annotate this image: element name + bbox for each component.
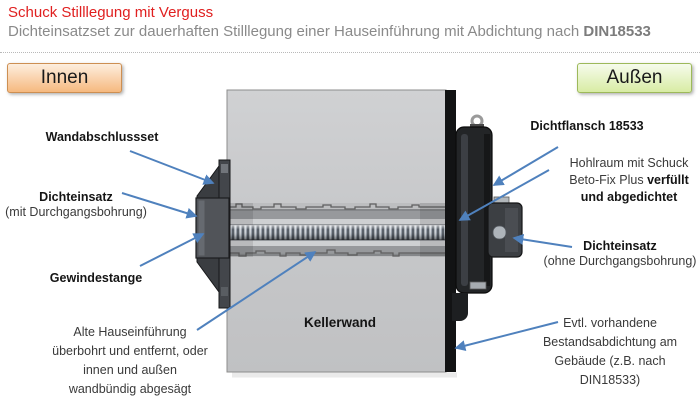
gewindestange-rod: [201, 224, 503, 241]
arrow-dichtflansch: [492, 146, 559, 186]
label-line: Evtl. vorhandene: [563, 316, 657, 330]
label-line: wandbündig abgesägt: [68, 382, 192, 396]
flange-foot: [452, 293, 468, 321]
label-line-part-bold: verfüllt: [647, 173, 689, 187]
label-line: innen und außen: [83, 363, 177, 377]
label-dichteinsatz-aussen-title: Dichteinsatz: [583, 239, 657, 253]
rod-end-cap: [492, 225, 507, 240]
wall-shadow: [232, 372, 457, 378]
dotted-separator: [0, 52, 700, 53]
borehole-rough-edge-bottom: [227, 249, 446, 257]
arrow-wandabschlussset: [129, 150, 215, 185]
dichteinsatz-aussen-part: [487, 196, 523, 258]
arrow-alte-hauseinfuehrung: [196, 251, 317, 331]
label-dichteinsatz-aussen: Dichteinsatz (ohne Durchgangsbohrung): [540, 239, 700, 269]
label-line: und abgedichtet: [580, 190, 678, 204]
flange-bolt-bottom: [469, 281, 487, 290]
label-line: DIN18533): [579, 373, 641, 387]
label-line: überbohrt und entfernt, oder: [52, 344, 208, 358]
label-kellerwand: Kellerwand: [303, 315, 377, 330]
arrow-hohlraum: [458, 169, 550, 221]
zone-badge-innen: Innen: [7, 63, 122, 93]
label-line: Bestandsabdichtung am: [542, 335, 678, 349]
label-dichteinsatz-aussen-sub: (ohne Durchgangsbohrung): [543, 254, 697, 268]
page-title: Schuck Stilllegung mit Verguss: [8, 4, 214, 21]
label-dichteinsatz-innen: Dichteinsatz (mit Durchgangsbohrung): [0, 190, 152, 220]
borehole-rough-edge-top: [227, 203, 446, 210]
label-dichteinsatz-innen-sub: (mit Durchgangsbohrung): [5, 205, 147, 219]
arrow-dichteinsatz-innen: [121, 192, 198, 219]
label-alte-hauseinfuehrung: Alte Hauseinführung überbohrt und entfer…: [28, 323, 232, 399]
zone-badge-aussen: Außen: [577, 63, 692, 93]
label-line: Gebäude (z.B. nach: [554, 354, 666, 368]
label-bestandsabdichtung: Evtl. vorhandene Bestandsabdichtung am G…: [528, 314, 692, 390]
subtitle-text: Dichteinsatzset zur dauerhaften Stillleg…: [8, 23, 584, 40]
label-line: Alte Hauseinführung: [73, 325, 187, 339]
arrow-gewindestange: [139, 233, 205, 267]
label-dichteinsatz-innen-title: Dichteinsatz: [39, 190, 113, 204]
arrow-dichteinsatz-aussen: [512, 233, 573, 248]
subtitle-din-norm: DIN18533: [583, 23, 651, 40]
arrow-bestandsabdichtung: [454, 321, 559, 352]
page-subtitle: Dichteinsatzset zur dauerhaften Stillleg…: [8, 23, 651, 40]
label-line: Beto-Fix Plus verfüllt: [560, 172, 698, 189]
label-wandabschlussset: Wandabschlussset: [45, 130, 159, 144]
label-line: Hohlraum mit Schuck: [569, 156, 689, 170]
dichteinsatz-innen-part: [195, 197, 230, 259]
label-line-part: Beto-Fix Plus: [569, 173, 648, 187]
label-dichtflansch: Dichtflansch 18533: [530, 119, 644, 133]
label-hohlraum: Hohlraum mit Schuck Beto-Fix Plus verfül…: [560, 155, 698, 206]
bestandsabdichtung-strip: [445, 90, 456, 372]
dichtflansch-part: [452, 114, 493, 321]
label-gewindestange: Gewindestange: [49, 271, 143, 285]
callout-arrows: [121, 146, 573, 352]
